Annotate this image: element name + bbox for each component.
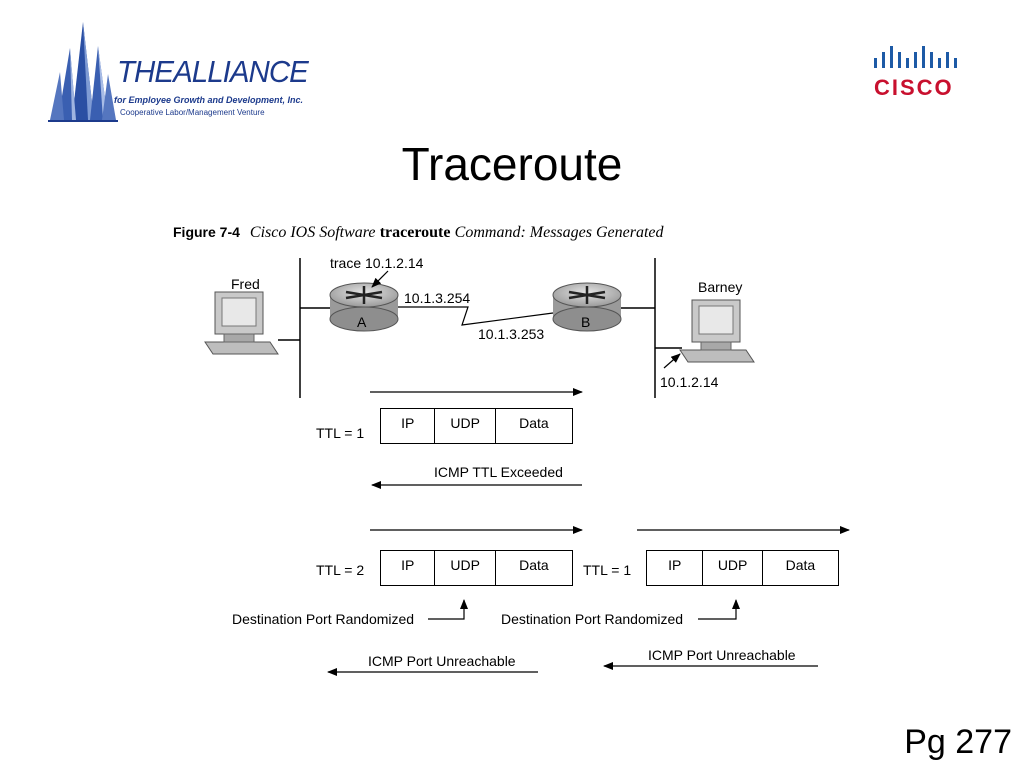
router-a-label: A [357, 314, 367, 330]
ttl-label: TTL = 1 [316, 425, 365, 441]
alliance-logo: THEALLIANCE for Employee Growth and Deve… [48, 20, 309, 130]
slide-title: Traceroute [401, 138, 623, 190]
packet-field-udp: UDP [435, 551, 496, 585]
router-b-label: B [581, 314, 591, 330]
caption-suffix: Command: Messages Generated [454, 224, 664, 241]
barney-label: Barney [698, 279, 743, 295]
ttl-label: TTL = 1 [583, 562, 632, 578]
icmp-port-unreachable-right: ICMP Port Unreachable [648, 647, 796, 663]
alliance-tower-icon [48, 22, 118, 122]
figure-number: Figure 7-4 [173, 224, 240, 240]
packet-field-data: Data [519, 415, 549, 431]
packet-field-ip: IP [381, 409, 436, 443]
packet-field-ip: IP [647, 551, 704, 585]
router-b-serial-ip: 10.1.3.253 [478, 326, 545, 342]
trace-command-label: trace 10.1.2.14 [330, 255, 424, 271]
packet-ttl2: IP UDP Data [380, 550, 573, 586]
packet-field-ip: IP [381, 551, 436, 585]
router-b-icon [552, 282, 655, 332]
fred-label: Fred [231, 276, 260, 292]
dest-port-pointer-left [428, 599, 468, 620]
dest-port-randomized-left: Destination Port Randomized [232, 611, 415, 627]
packet-field-data: Data [519, 557, 549, 573]
packet-ttl1b: IP UDP Data [646, 550, 839, 586]
dest-port-pointer-right [698, 599, 740, 620]
router-a-serial-ip: 10.1.3.254 [404, 290, 471, 306]
serial-link [398, 306, 554, 326]
icmp-ttl-exceeded-label: ICMP TTL Exceeded [434, 464, 563, 480]
cisco-bars-icon [874, 46, 957, 68]
packet-ttl1: IP UDP Data [380, 408, 573, 444]
ttl-label: TTL = 2 [316, 562, 365, 578]
dest-port-randomized-right: Destination Port Randomized [501, 611, 684, 627]
fred-pc-icon [204, 291, 300, 355]
icmp-port-unreachable-left: ICMP Port Unreachable [368, 653, 516, 669]
packet-field-udp: UDP [703, 551, 763, 585]
barney-pc-icon [655, 299, 755, 363]
router-a-icon [300, 282, 399, 332]
cisco-wordmark: CISCO [874, 75, 954, 100]
caption-command: traceroute [379, 224, 451, 241]
page-number: Pg 277 [904, 723, 1012, 761]
alliance-name: THEALLIANCE [117, 54, 309, 89]
packet-field-data: Data [785, 557, 816, 573]
packet-field-udp: UDP [435, 409, 496, 443]
alliance-tagline: for Employee Growth and Development, Inc… [114, 95, 304, 105]
caption-prefix: Cisco IOS Software [249, 224, 376, 241]
barney-ip: 10.1.2.14 [660, 374, 719, 390]
alliance-subtitle: Cooperative Labor/Management Venture [120, 108, 265, 117]
cisco-logo: CISCO [870, 42, 970, 102]
